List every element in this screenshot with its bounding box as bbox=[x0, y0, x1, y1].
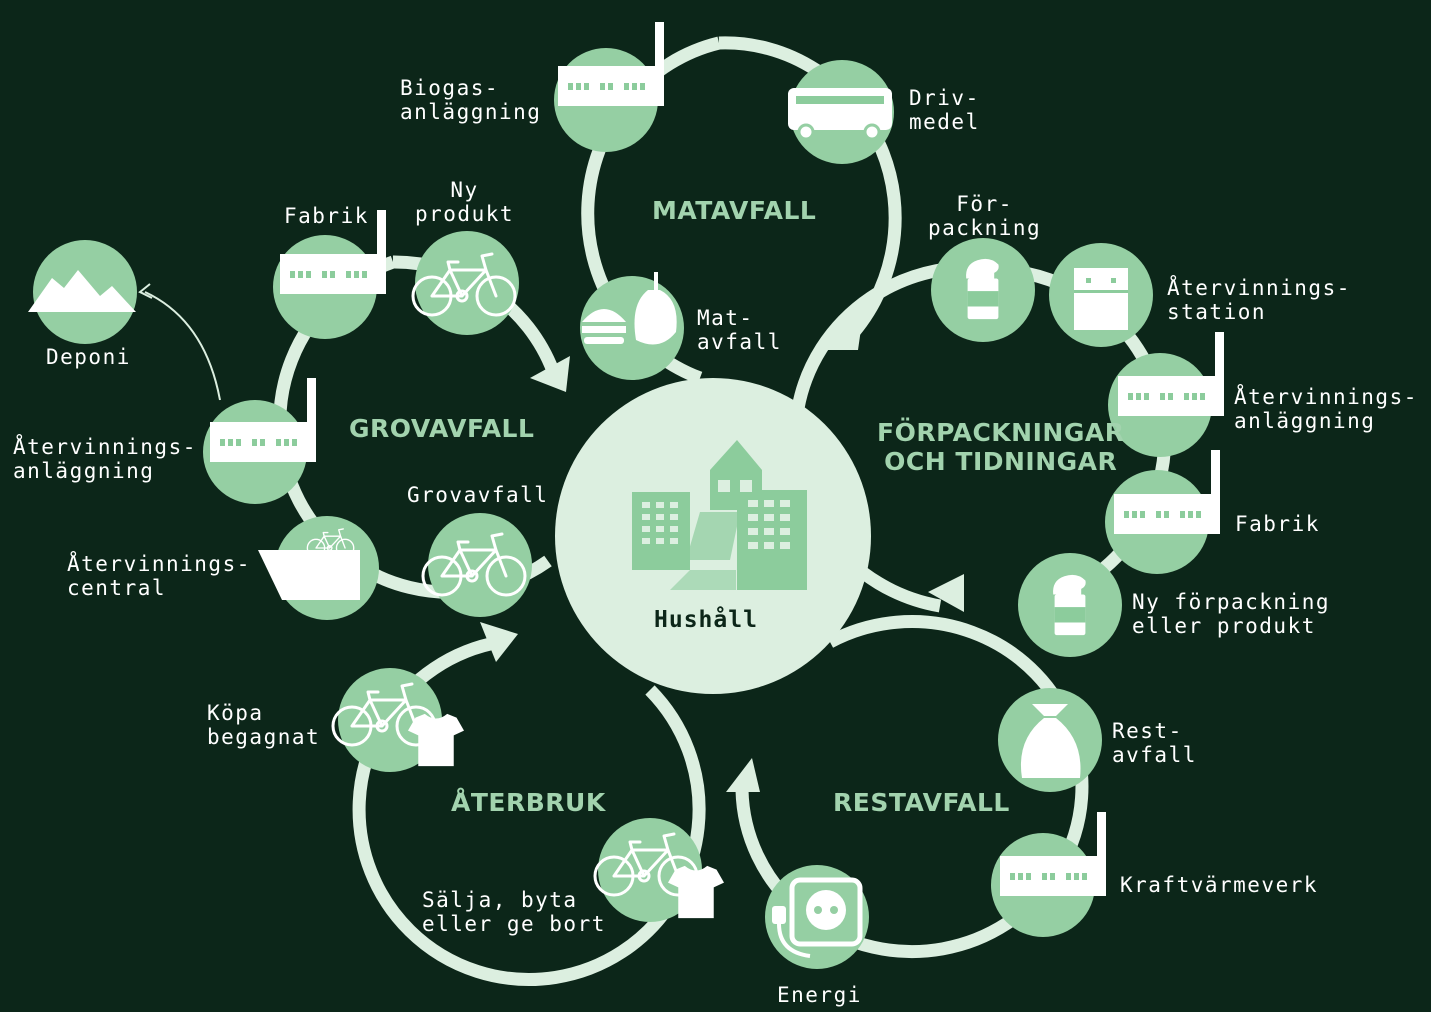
node-fabrik-grov bbox=[273, 210, 386, 339]
label-fabrik-grov: Fabrik bbox=[284, 204, 369, 228]
node-energi bbox=[765, 865, 869, 969]
node-fabrik-forp bbox=[1105, 450, 1220, 574]
label-salja: Sälja, byta eller ge bort bbox=[422, 888, 606, 936]
node-restavfall bbox=[998, 688, 1102, 792]
label-energi: Energi bbox=[777, 983, 862, 1007]
label-atervinningscentral: Återvinnings- central bbox=[67, 552, 251, 600]
cycle-title-restavfall: RESTAVFALL bbox=[833, 788, 1010, 817]
node-atervinningsanl-forp bbox=[1108, 332, 1224, 457]
node-kraftvarmeverk bbox=[991, 812, 1106, 937]
cycle-title-aterbruk: ÅTERBRUK bbox=[451, 788, 606, 817]
arrowhead-grovavfall bbox=[530, 356, 570, 392]
jar-icon bbox=[966, 258, 999, 320]
label-matavfall: Mat- avfall bbox=[697, 306, 782, 354]
label-biogas: Biogas- anläggning bbox=[400, 76, 542, 124]
node-drivmedel bbox=[788, 60, 894, 164]
label-fabrik-forp: Fabrik bbox=[1235, 512, 1320, 536]
arrowhead-aterbruk bbox=[480, 622, 518, 662]
label-restavfall: Rest- avfall bbox=[1112, 719, 1197, 767]
node-matavfall bbox=[580, 272, 684, 380]
label-deponi: Deponi bbox=[46, 345, 131, 369]
node-atervinningsstation bbox=[1049, 243, 1153, 347]
label-ny-forpackning: Ny förpackning eller produkt bbox=[1132, 590, 1331, 638]
food-waste-icon bbox=[582, 272, 677, 345]
node-forpackning bbox=[931, 238, 1035, 342]
label-atervinningsstation: Återvinnings- station bbox=[1167, 276, 1351, 324]
garbage-bag-icon bbox=[1020, 704, 1081, 778]
label-grovavfall: Grovavfall bbox=[407, 483, 549, 507]
label-ny-produkt: Ny produkt bbox=[415, 178, 515, 226]
label-forpackning: För- packning bbox=[928, 192, 1042, 240]
arrowhead-restavfall bbox=[726, 758, 760, 792]
node-atervinningscentral bbox=[258, 516, 379, 620]
cycle-title-grovavfall: GROVAVFALL bbox=[349, 414, 535, 443]
node-deponi bbox=[28, 240, 137, 344]
label-atervinningsanl-forp: Återvinnings- anläggning bbox=[1234, 385, 1418, 433]
node-salja bbox=[593, 818, 724, 922]
bus-icon bbox=[788, 88, 892, 141]
label-drivmedel: Driv- medel bbox=[909, 86, 980, 134]
container-icon bbox=[258, 528, 360, 600]
arrowhead-forpackningar bbox=[928, 574, 964, 612]
mountain-icon bbox=[28, 270, 136, 312]
cycle-title-forpackningar: FÖRPACKNINGAR OCH TIDNINGAR bbox=[877, 418, 1125, 476]
jar-icon bbox=[1053, 574, 1086, 636]
hub-label: Hushåll bbox=[654, 607, 758, 633]
label-atervinningsanl-grov: Återvinnings- anläggning bbox=[13, 435, 197, 483]
buildings-icon bbox=[632, 440, 807, 590]
arrow-to-deponi bbox=[144, 291, 221, 401]
power-outlet-icon bbox=[772, 877, 863, 958]
label-kraftvarmeverk: Kraftvärmeverk bbox=[1120, 873, 1319, 897]
label-kopa-begagnat: Köpa begagnat bbox=[207, 701, 321, 749]
node-atervinningsanl-grov bbox=[203, 378, 316, 504]
cycle-title-matavfall: MATAVFALL bbox=[652, 196, 817, 225]
recycling-station-icon bbox=[1074, 268, 1128, 330]
node-biogas bbox=[554, 22, 664, 152]
node-grovavfall bbox=[421, 513, 532, 617]
node-ny-forpackning bbox=[1018, 553, 1122, 657]
node-ny-produkt bbox=[411, 231, 519, 335]
node-kopa-begagnat bbox=[331, 668, 464, 772]
